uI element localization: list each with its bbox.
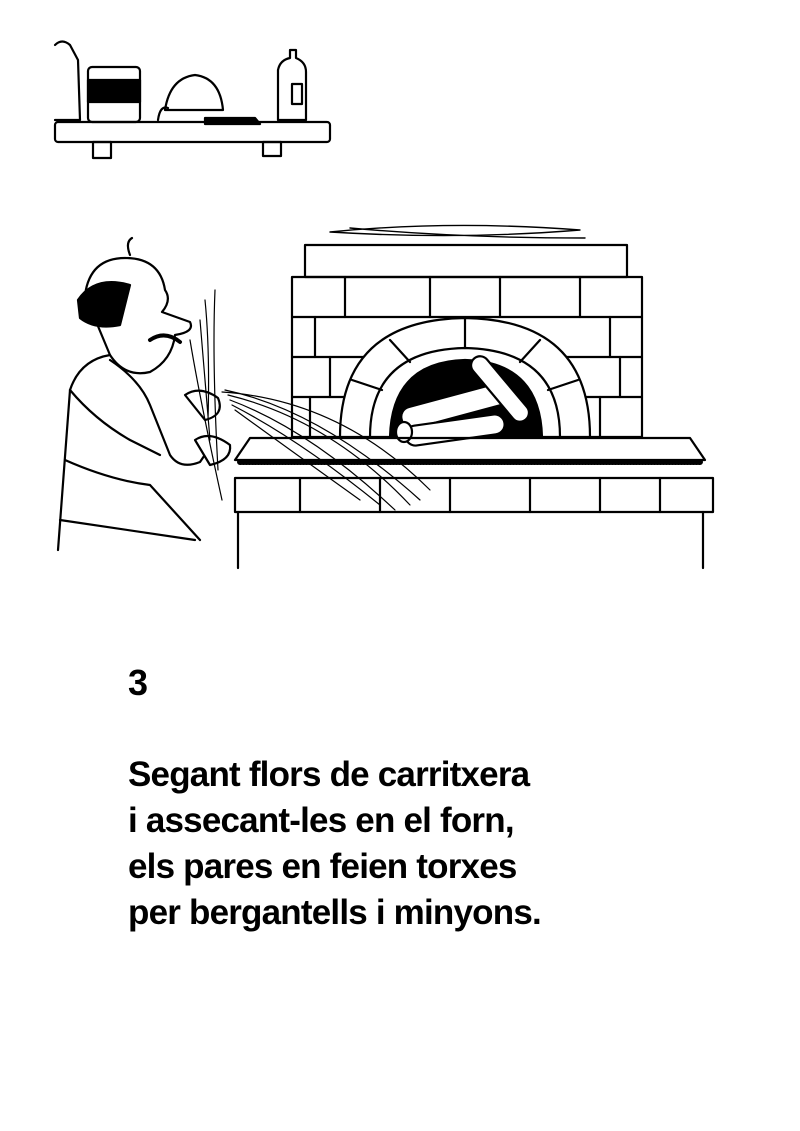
verse: Segant flors de carritxera i assecant-le…: [128, 752, 542, 936]
bread-oven: [233, 224, 715, 570]
verse-line-2: i assecant-les en el forn,: [128, 801, 515, 840]
verse-line-1: Segant flors de carritxera: [128, 755, 530, 794]
verse-line-3: els pares en feien torxes: [128, 847, 517, 886]
shelf: [53, 40, 332, 160]
verse-line-4: per bergantells i minyons.: [128, 893, 542, 932]
page-number: 3: [128, 662, 148, 703]
man-figure: [56, 236, 232, 552]
straw-bundle: [189, 289, 431, 511]
illustration-man-drying-straw-in-oven: [53, 40, 715, 570]
